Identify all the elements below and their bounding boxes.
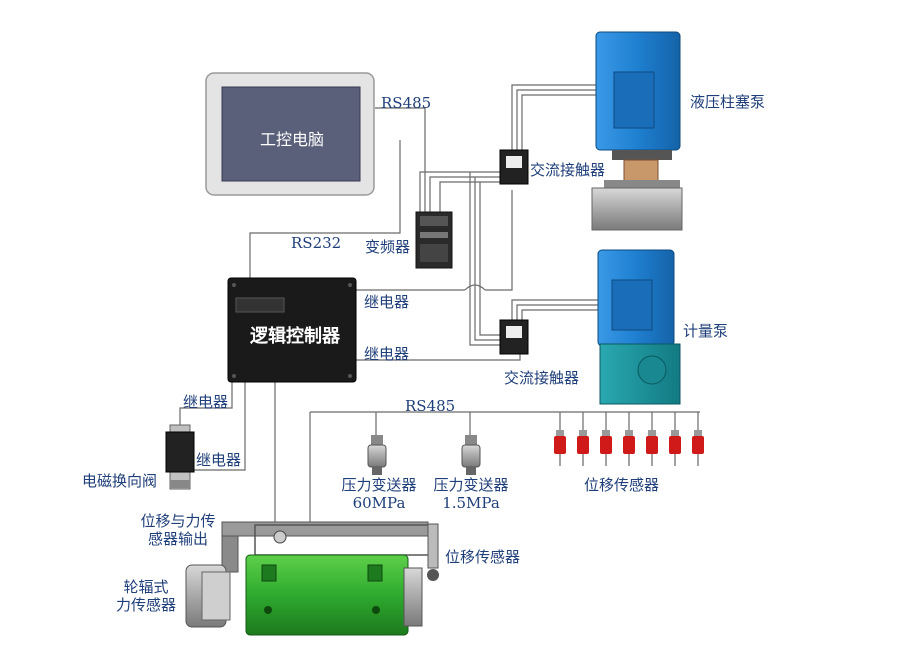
displacement-sensor-7 xyxy=(692,430,704,466)
ac-contactor-bottom-label: 交流接触器 xyxy=(504,369,580,387)
wires xyxy=(179,84,700,522)
spoke-force-sensor-label: 轮辐式 力传感器 xyxy=(110,578,182,614)
displacement-force-output-line2: 感器输出 xyxy=(147,530,208,548)
displacement-sensor-1 xyxy=(554,430,566,466)
rs485-top-label: RS485 xyxy=(381,94,432,112)
ac-contactor-bottom xyxy=(499,319,529,355)
pressure-tx-2-name: 压力变送器 xyxy=(433,476,509,494)
pressure-tx-1-label: 压力变送器 60MPa xyxy=(334,476,424,512)
displacement-sensor-array xyxy=(554,430,704,466)
displacement-sensor-cyl-label: 位移传感器 xyxy=(445,548,521,566)
ac-contactor-top-label: 交流接触器 xyxy=(530,161,606,179)
displacement-force-output-label: 位移与力传 感器输出 xyxy=(128,512,228,548)
vfd-unit xyxy=(415,211,453,269)
hydraulic-pump-label: 液压柱塞泵 xyxy=(690,93,766,111)
metering-pump-label: 计量泵 xyxy=(683,322,729,340)
relay-mid-label: 继电器 xyxy=(364,345,410,363)
pressure-tx-1-range: 60MPa xyxy=(352,494,406,512)
spoke-force-line2: 力传感器 xyxy=(115,596,176,614)
displacement-sensor-2 xyxy=(577,430,589,466)
industrial-pc xyxy=(205,72,375,196)
displacement-sensors-label: 位移传感器 xyxy=(584,476,660,494)
solenoid-valve xyxy=(165,424,195,490)
displacement-sensor-5 xyxy=(646,430,658,466)
rs232-label: RS232 xyxy=(291,234,342,252)
ac-contactor-top xyxy=(499,149,529,185)
vfd-label: 变频器 xyxy=(365,238,411,256)
controller-label: 逻辑控制器 xyxy=(250,326,340,347)
pressure-transmitter-2 xyxy=(461,435,481,475)
pressure-tx-1-name: 压力变送器 xyxy=(341,476,417,494)
pressure-transmitter-1 xyxy=(367,435,387,475)
solenoid-valve-label: 电磁换向阀 xyxy=(82,472,158,490)
spoke-force-line1: 轮辐式 xyxy=(123,578,169,596)
displacement-sensor-3 xyxy=(600,430,612,466)
logic-controller xyxy=(227,277,357,383)
metering-pump xyxy=(597,249,681,405)
relay-left-top-label: 继电器 xyxy=(183,393,229,411)
displacement-sensor-4 xyxy=(623,430,635,466)
relay-top-label: 继电器 xyxy=(364,293,410,311)
cylinder-assembly xyxy=(185,521,439,636)
displacement-force-output-line1: 位移与力传 xyxy=(140,512,216,530)
ipc-label: 工控电脑 xyxy=(260,130,325,149)
displacement-sensor-6 xyxy=(669,430,681,466)
pressure-tx-2-label: 压力变送器 1.5MPa xyxy=(426,476,516,512)
relay-left-bottom-label: 继电器 xyxy=(196,451,242,469)
pressure-tx-2-range: 1.5MPa xyxy=(442,494,500,512)
hydraulic-pump xyxy=(591,31,683,231)
rs485-bottom-label: RS485 xyxy=(405,397,456,415)
